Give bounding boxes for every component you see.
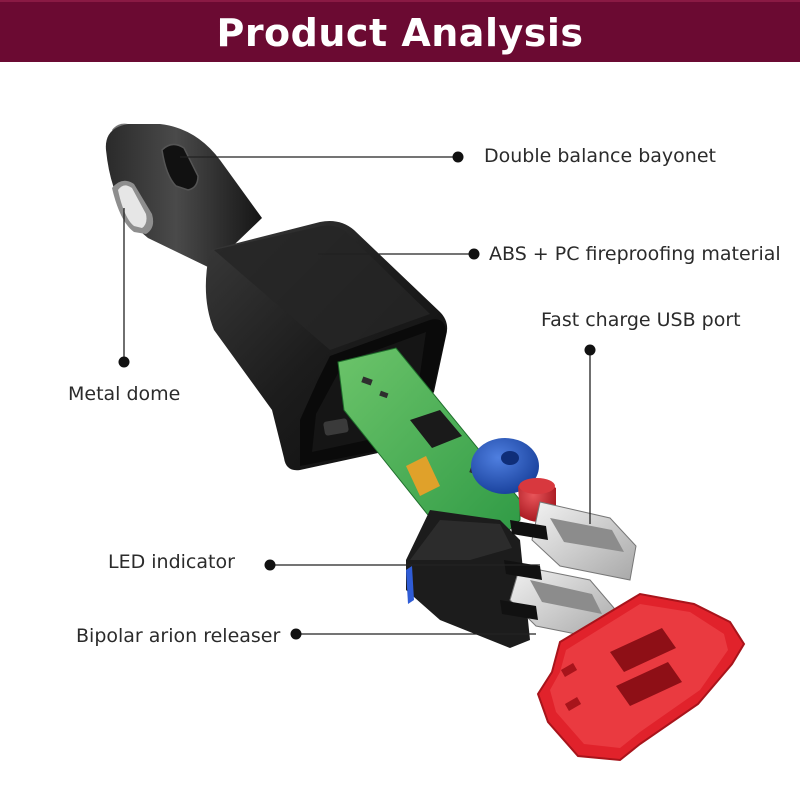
label-metal-dome: Metal dome xyxy=(68,383,181,405)
plate-usb-opening-1 xyxy=(610,628,676,672)
callout-leaders xyxy=(118,151,596,640)
led-indicator-light xyxy=(406,566,414,604)
bayonet-slot-icon xyxy=(161,143,199,191)
red-face-plate xyxy=(536,592,746,762)
blue-knob xyxy=(471,438,539,494)
metal-dome-icon xyxy=(112,180,154,234)
pcb-capacitor xyxy=(406,456,440,496)
header-top-strip xyxy=(0,0,800,2)
pcb-board xyxy=(337,347,521,541)
label-abs-pc-material: ABS + PC fireproofing material xyxy=(489,243,781,265)
label-led-indicator: LED indicator xyxy=(108,551,235,573)
label-double-balance-bayonet: Double balance bayonet xyxy=(484,145,716,167)
usb-ports xyxy=(500,501,637,641)
page-title: Product Analysis xyxy=(216,11,584,55)
header-banner: Product Analysis xyxy=(0,0,800,62)
housing-side-slot xyxy=(323,418,349,436)
port-bracket xyxy=(406,510,530,648)
pcb-chip xyxy=(410,410,462,448)
label-fast-charge-usb-port: Fast charge USB port xyxy=(541,309,741,331)
plate-usb-opening-2 xyxy=(616,662,682,706)
label-bipolar-arion-releaser: Bipolar arion releaser xyxy=(76,625,281,647)
